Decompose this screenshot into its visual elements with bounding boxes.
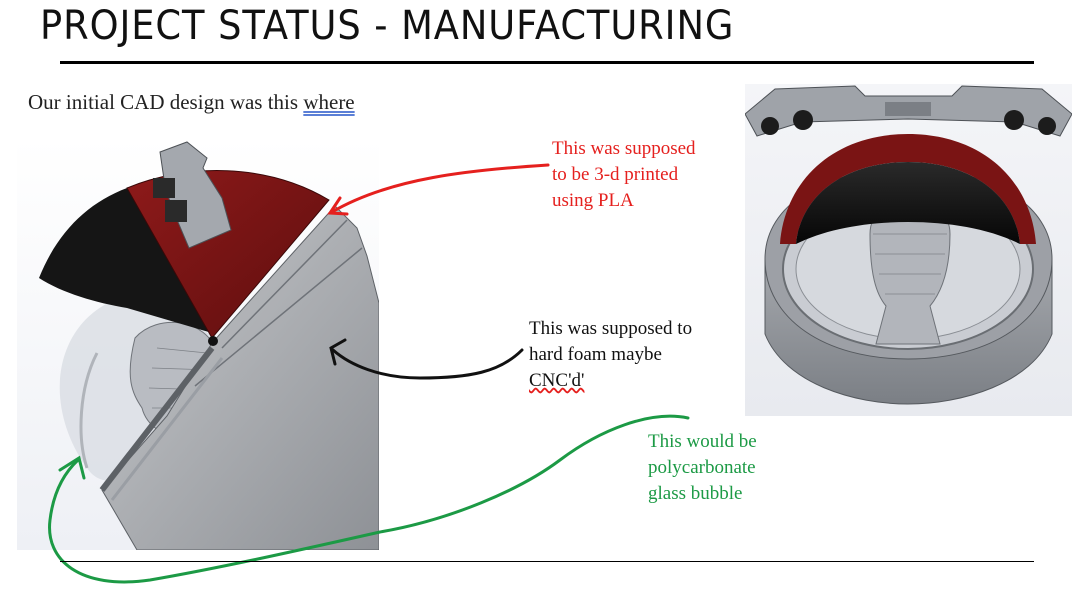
intro-text: Our initial CAD design was this where: [28, 90, 355, 115]
bottom-divider: [60, 561, 1034, 562]
bubble-annotation-line: This would be: [648, 431, 757, 452]
bubble-annotation-line: polycarbonate: [648, 457, 756, 478]
pla-annotation: This was supposed to be 3-d printed usin…: [552, 136, 752, 214]
bubble-annotation: This would be polycarbonate glass bubble: [648, 429, 848, 507]
intro-prefix: Our initial CAD design was this: [28, 90, 304, 114]
front-visor-shape: [780, 134, 1036, 244]
camera-mount-shape: [153, 141, 232, 249]
foam-annotation-line: This was supposed to: [529, 318, 693, 339]
foam-annotation-line: hard foam maybe: [529, 344, 662, 365]
pla-annotation-line: This was supposed: [552, 138, 696, 159]
front-camera-bar-shape: [745, 85, 1072, 137]
foam-annotation: This was supposed to hard foam maybe CNC…: [529, 316, 729, 394]
slide-title: PROJECT STATUS - MANUFACTURING: [40, 3, 735, 49]
helmet-front-view-render: [745, 84, 1072, 416]
pla-annotation-line: using PLA: [552, 190, 634, 211]
foam-annotation-flagged-word: CNC'd': [529, 370, 585, 391]
pla-annotation-line: to be 3-d printed: [552, 164, 679, 185]
bubble-annotation-line: glass bubble: [648, 483, 743, 504]
title-divider: [60, 61, 1034, 64]
intro-flagged-word: where: [303, 90, 355, 114]
helmet-side-view-render: [17, 138, 379, 550]
